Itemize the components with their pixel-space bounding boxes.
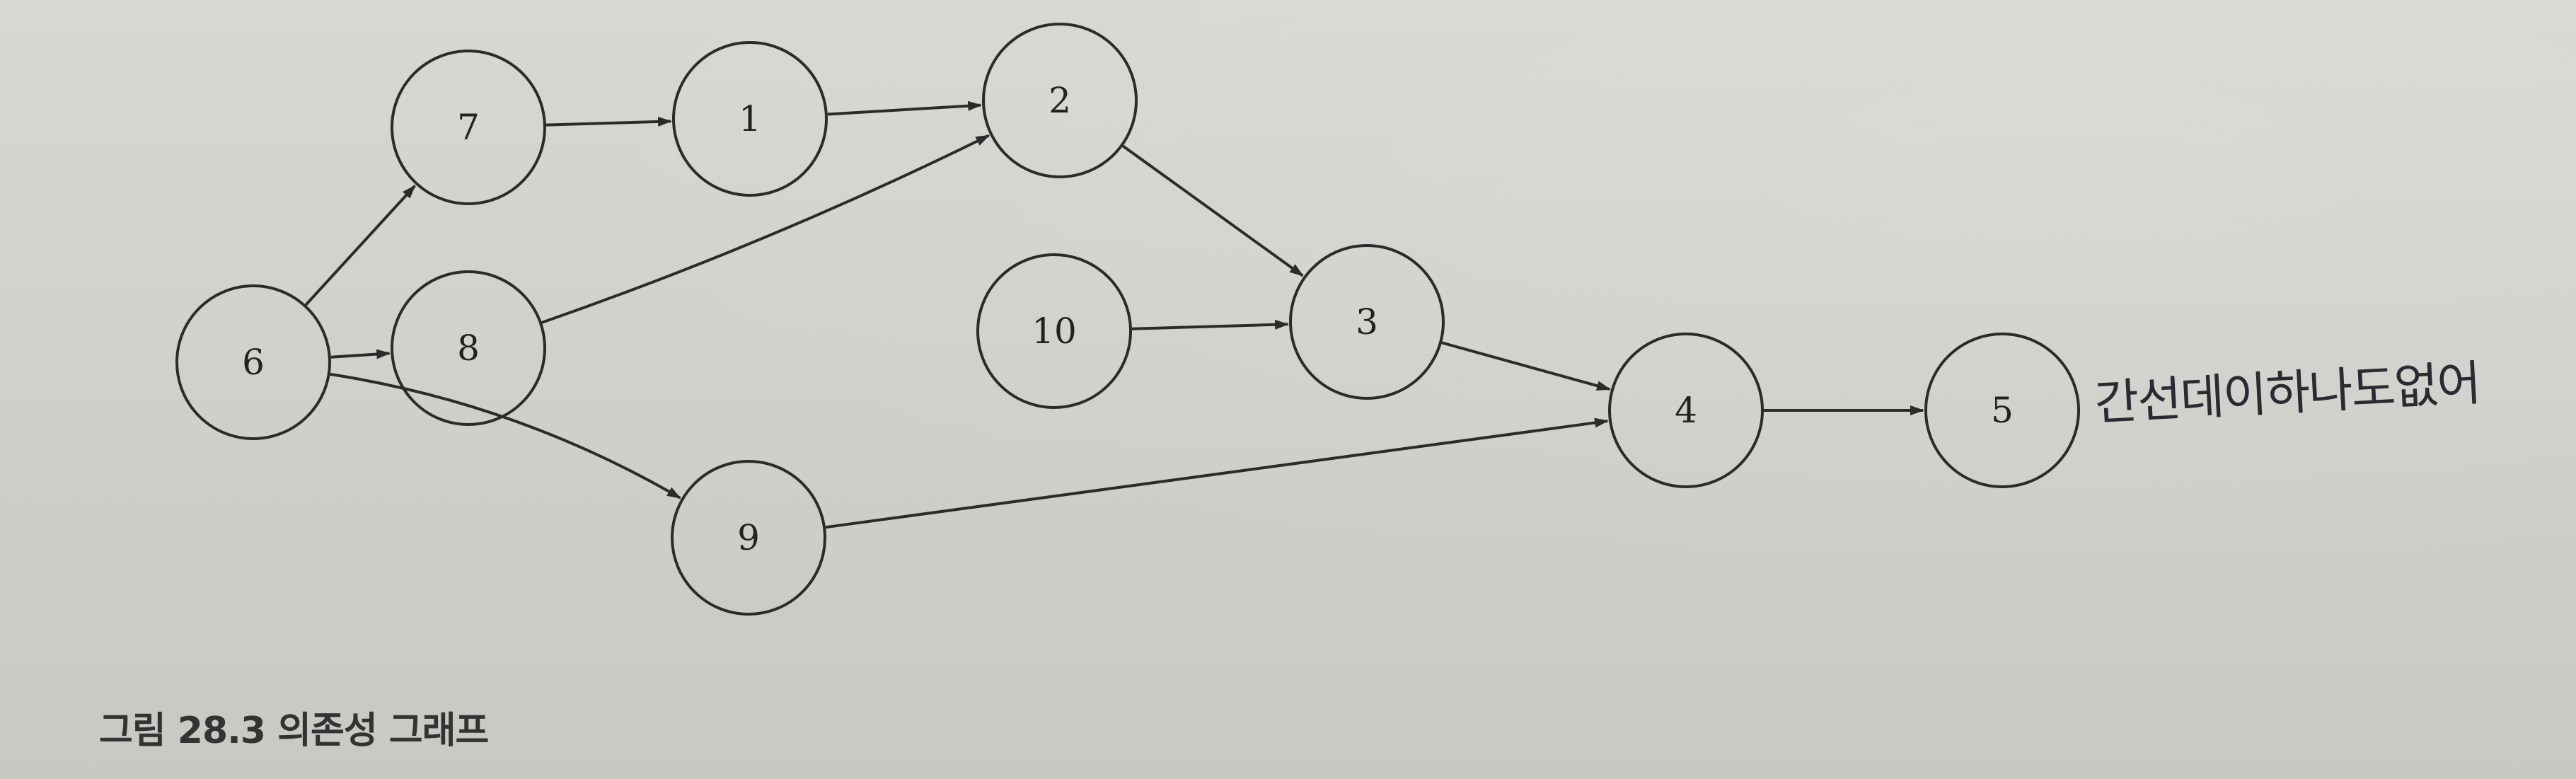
node-circle <box>671 460 826 616</box>
node-7: 7 <box>391 50 546 205</box>
node-9: 9 <box>671 460 826 616</box>
node-5: 5 <box>1924 333 2080 488</box>
node-label: 8 <box>457 328 480 369</box>
node-circle <box>391 270 546 426</box>
node-label: 3 <box>1356 301 1378 342</box>
node-8: 8 <box>391 270 546 426</box>
node-circle <box>672 41 828 197</box>
node-4: 4 <box>1608 333 1764 488</box>
node-label: 10 <box>1032 311 1077 352</box>
edges <box>304 100 1924 529</box>
node-label: 7 <box>457 107 480 148</box>
edge-1-to-2 <box>827 100 983 116</box>
edge-6-to-7 <box>304 185 416 306</box>
node-label: 6 <box>242 342 265 383</box>
node-2: 2 <box>982 23 1138 178</box>
node-6: 6 <box>175 284 331 440</box>
edge-3-to-4 <box>1441 341 1611 391</box>
edge-7-to-1 <box>545 116 673 127</box>
node-label: 5 <box>1991 390 2014 431</box>
node-label: 2 <box>1049 80 1071 121</box>
edge-6-to-8 <box>330 349 391 359</box>
node-circle <box>1289 244 1445 400</box>
edge-10-to-3 <box>1131 319 1290 330</box>
node-1: 1 <box>672 41 828 197</box>
node-label: 4 <box>1675 390 1697 431</box>
edge-2-to-3 <box>1122 144 1304 277</box>
node-10: 10 <box>976 253 1132 409</box>
node-circle <box>976 253 1132 409</box>
nodes: 1 2 3 4 5 6 7 8 9 10 <box>175 23 2080 616</box>
node-label: 1 <box>739 98 761 139</box>
node-circle <box>1924 333 2080 488</box>
node-circle <box>1608 333 1764 488</box>
node-circle <box>391 50 546 205</box>
node-circle <box>982 23 1138 178</box>
figure-caption: 그림 28.3 의존성 그래프 <box>99 710 489 752</box>
edge-6-to-9 <box>330 372 681 500</box>
node-circle <box>175 284 331 440</box>
edge-9-to-4 <box>825 417 1610 529</box>
node-3: 3 <box>1289 244 1445 400</box>
node-label: 9 <box>737 517 760 558</box>
edge-8-to-2 <box>541 134 990 324</box>
